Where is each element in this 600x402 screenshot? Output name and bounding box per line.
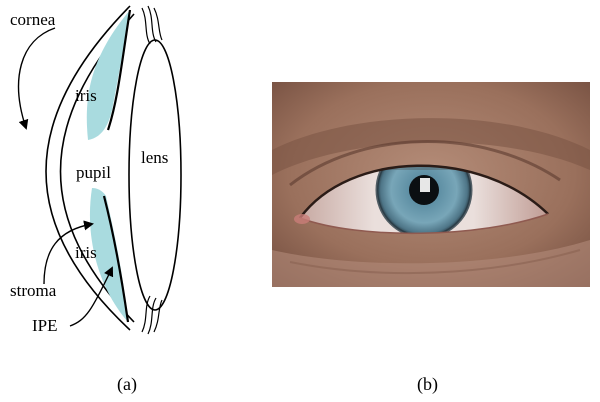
label-iris-lower: iris <box>75 243 97 263</box>
eye-photograph <box>272 82 590 287</box>
label-ipe: IPE <box>32 316 58 336</box>
label-lens: lens <box>141 148 168 168</box>
cornea-arrow <box>19 28 55 128</box>
label-pupil: pupil <box>76 163 111 183</box>
label-cornea: cornea <box>10 10 55 30</box>
ciliary-curve <box>142 8 150 44</box>
label-iris-upper: iris <box>75 86 97 106</box>
ciliary-curve <box>148 298 156 334</box>
ciliary-curve <box>154 300 162 332</box>
caption-panel-b: (b) <box>417 373 438 395</box>
ciliary-curve <box>148 6 156 42</box>
lens-ellipse <box>129 40 181 310</box>
ciliary-curve <box>154 8 162 40</box>
label-stroma: stroma <box>10 281 56 301</box>
caption-panel-a: (a) <box>117 373 137 395</box>
